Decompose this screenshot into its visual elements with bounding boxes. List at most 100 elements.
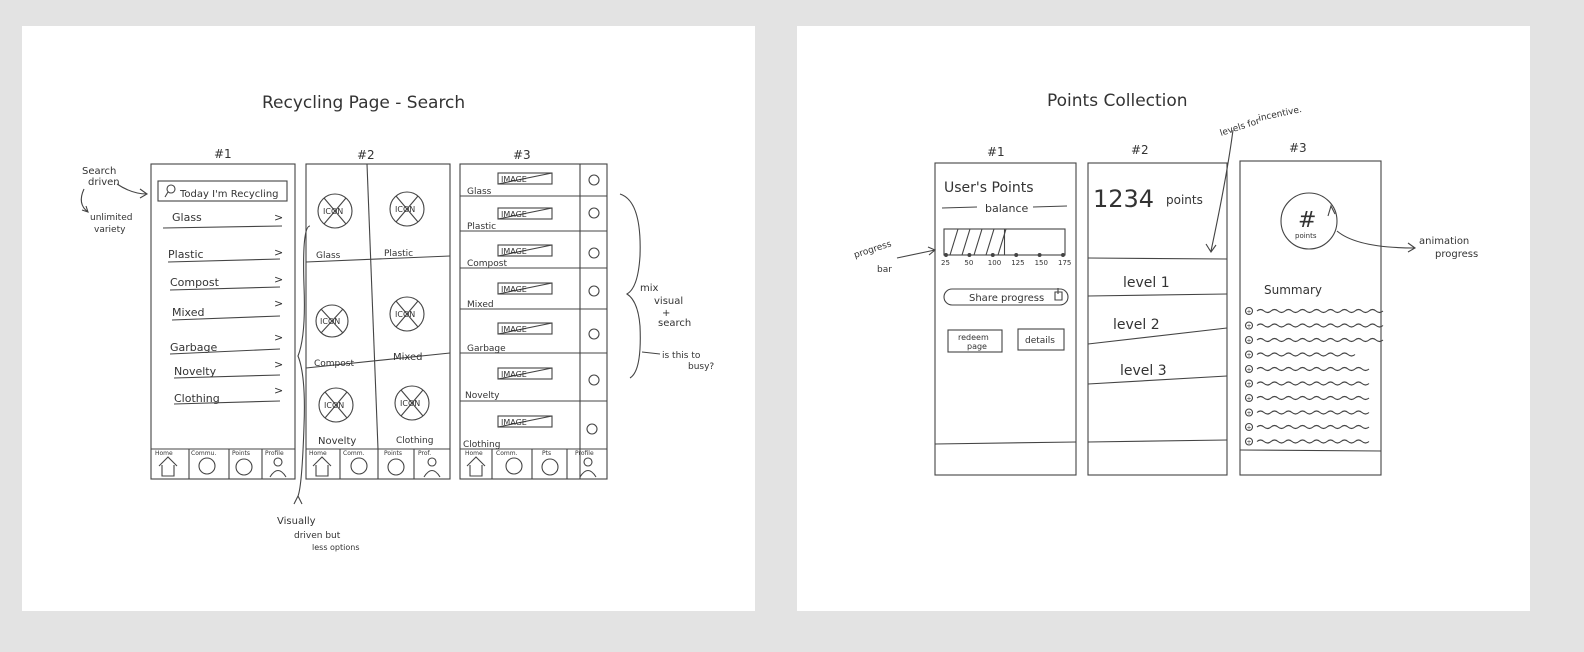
summary-bullet-icon (1244, 364, 1254, 374)
summary-text-placeholder (1256, 352, 1356, 357)
summary-bullet-mark: + (1247, 352, 1252, 359)
arrow-right-circle-icon[interactable] (588, 328, 600, 340)
arrow-right-circle-icon[interactable] (588, 174, 600, 186)
icon-cell[interactable]: ICON Compost (314, 304, 354, 369)
list-item-label: Novelty (174, 365, 217, 378)
list-item[interactable]: Mixed > (171, 297, 283, 321)
summary-text-placeholder (1256, 424, 1370, 430)
icon-cell-label: Clothing (396, 436, 433, 446)
level-3-label[interactable]: level 3 (1120, 363, 1167, 379)
image-placeholder-text: IMAGE (501, 247, 527, 256)
home-icon[interactable] (466, 456, 486, 477)
details-button[interactable] (1017, 328, 1065, 351)
community-icon[interactable] (505, 457, 523, 475)
level-2-label[interactable]: level 2 (1113, 317, 1160, 333)
nav-points-label: Points (232, 450, 250, 457)
image-list-row[interactable]: IMAGE Plastic (467, 207, 600, 232)
search-icon-handle (164, 191, 169, 198)
search-icon (166, 184, 176, 194)
profile-icon[interactable] (427, 457, 437, 467)
list-item[interactable]: Novelty > (173, 358, 283, 379)
share-progress-button[interactable] (943, 288, 1069, 306)
image-row-label: Garbage (467, 344, 506, 354)
home-icon[interactable] (158, 456, 178, 477)
nav-home-label: Home (155, 450, 173, 457)
list-item-label: Mixed (172, 306, 204, 319)
arrow-icon (80, 188, 89, 213)
icon-cell[interactable]: ICON Glass (316, 193, 353, 261)
icon-cell[interactable]: ICON Novelty (318, 387, 356, 447)
summary-bullet-icon (1244, 321, 1254, 330)
progress-hatch-line (973, 228, 983, 256)
community-icon[interactable] (350, 457, 368, 475)
arrow-right-circle-icon[interactable] (588, 247, 600, 259)
panel3-label: #3 (1289, 141, 1307, 155)
nav-profile-label: Prof. (418, 450, 431, 457)
icon-cell[interactable]: ICON Plastic (384, 191, 425, 259)
nav-community-label: Comm. (343, 450, 365, 457)
list-item[interactable]: Glass > (162, 211, 283, 229)
redeem-page-button[interactable] (947, 329, 1003, 353)
icon-placeholder (318, 387, 354, 423)
summary-label: Summary (1264, 283, 1322, 297)
arrow-right-circle-icon[interactable] (586, 423, 598, 435)
annotation-mix: mix visual + search is this to busy? (619, 193, 714, 379)
image-placeholder-text: IMAGE (501, 210, 527, 219)
list-item-label: Compost (170, 276, 220, 289)
summary-bullet-icon (1244, 437, 1254, 446)
arrow-icon (896, 246, 937, 259)
level-1-label[interactable]: level 1 (1123, 275, 1170, 291)
annotation-animation: animation progress (1336, 230, 1478, 260)
points-icon[interactable] (235, 458, 253, 476)
list-item-label: Garbage (170, 341, 217, 354)
summary-bullet-icon (1244, 335, 1254, 345)
image-list-row[interactable]: IMAGE Novelty (465, 367, 600, 401)
chevron-right-icon: > (274, 297, 283, 310)
arrow-right-circle-icon[interactable] (588, 374, 600, 386)
image-list-row[interactable]: IMAGE Glass (467, 172, 600, 197)
progress-tick-label: 25 (941, 259, 950, 267)
profile-icon[interactable] (583, 457, 593, 467)
image-list-row[interactable]: IMAGE Compost (467, 244, 600, 269)
image-row-label: Novelty (465, 391, 500, 401)
summary-text-placeholder (1256, 395, 1370, 401)
icon-placeholder-text: ICON (400, 399, 420, 408)
image-list-row[interactable]: IMAGE Clothing (463, 415, 598, 450)
arrow-right-circle-icon[interactable] (588, 207, 600, 219)
image-list-row[interactable]: IMAGE Mixed (467, 282, 600, 310)
icon-cell-label: Mixed (393, 352, 423, 363)
icon-cell[interactable]: ICON Mixed (389, 296, 425, 363)
image-list-row[interactable]: IMAGE Garbage (467, 322, 600, 354)
list-item[interactable]: Clothing > (173, 384, 283, 405)
summary-bullet-mark: + (1247, 396, 1252, 403)
up-arrow-icon (1327, 204, 1336, 217)
points-icon[interactable] (387, 458, 405, 476)
nav-community-label: Comm. (496, 450, 518, 457)
redeem-label: redeem (958, 333, 989, 342)
community-icon[interactable] (198, 457, 216, 475)
list-item[interactable]: Plastic > (167, 246, 283, 263)
note-line: variety (94, 225, 126, 235)
points-icon[interactable] (541, 458, 559, 476)
nav-profile-label: Profile (575, 450, 594, 457)
profile-icon[interactable] (273, 457, 283, 467)
points-circle-text: points (1295, 232, 1317, 240)
list-item[interactable]: Compost > (169, 273, 283, 291)
nav-community-label: Commu. (191, 450, 216, 457)
arrow-icon (116, 183, 149, 199)
note-line: progress (853, 239, 893, 261)
icon-cell-label: Compost (314, 359, 354, 369)
progress-tick-mark (990, 253, 995, 257)
home-icon[interactable] (312, 456, 332, 477)
list-item[interactable]: Garbage > (169, 331, 283, 355)
note-line: driven (88, 177, 120, 188)
search-input[interactable] (157, 180, 288, 202)
page-title: Points Collection (1047, 91, 1188, 111)
points-circle-symbol: # (1298, 208, 1316, 233)
arrow-right-circle-icon[interactable] (588, 285, 600, 297)
chevron-right-icon: > (274, 273, 283, 286)
image-placeholder-text: IMAGE (501, 175, 527, 184)
balance-label: balance (985, 202, 1029, 215)
icon-cell[interactable]: ICON Clothing (394, 385, 433, 446)
